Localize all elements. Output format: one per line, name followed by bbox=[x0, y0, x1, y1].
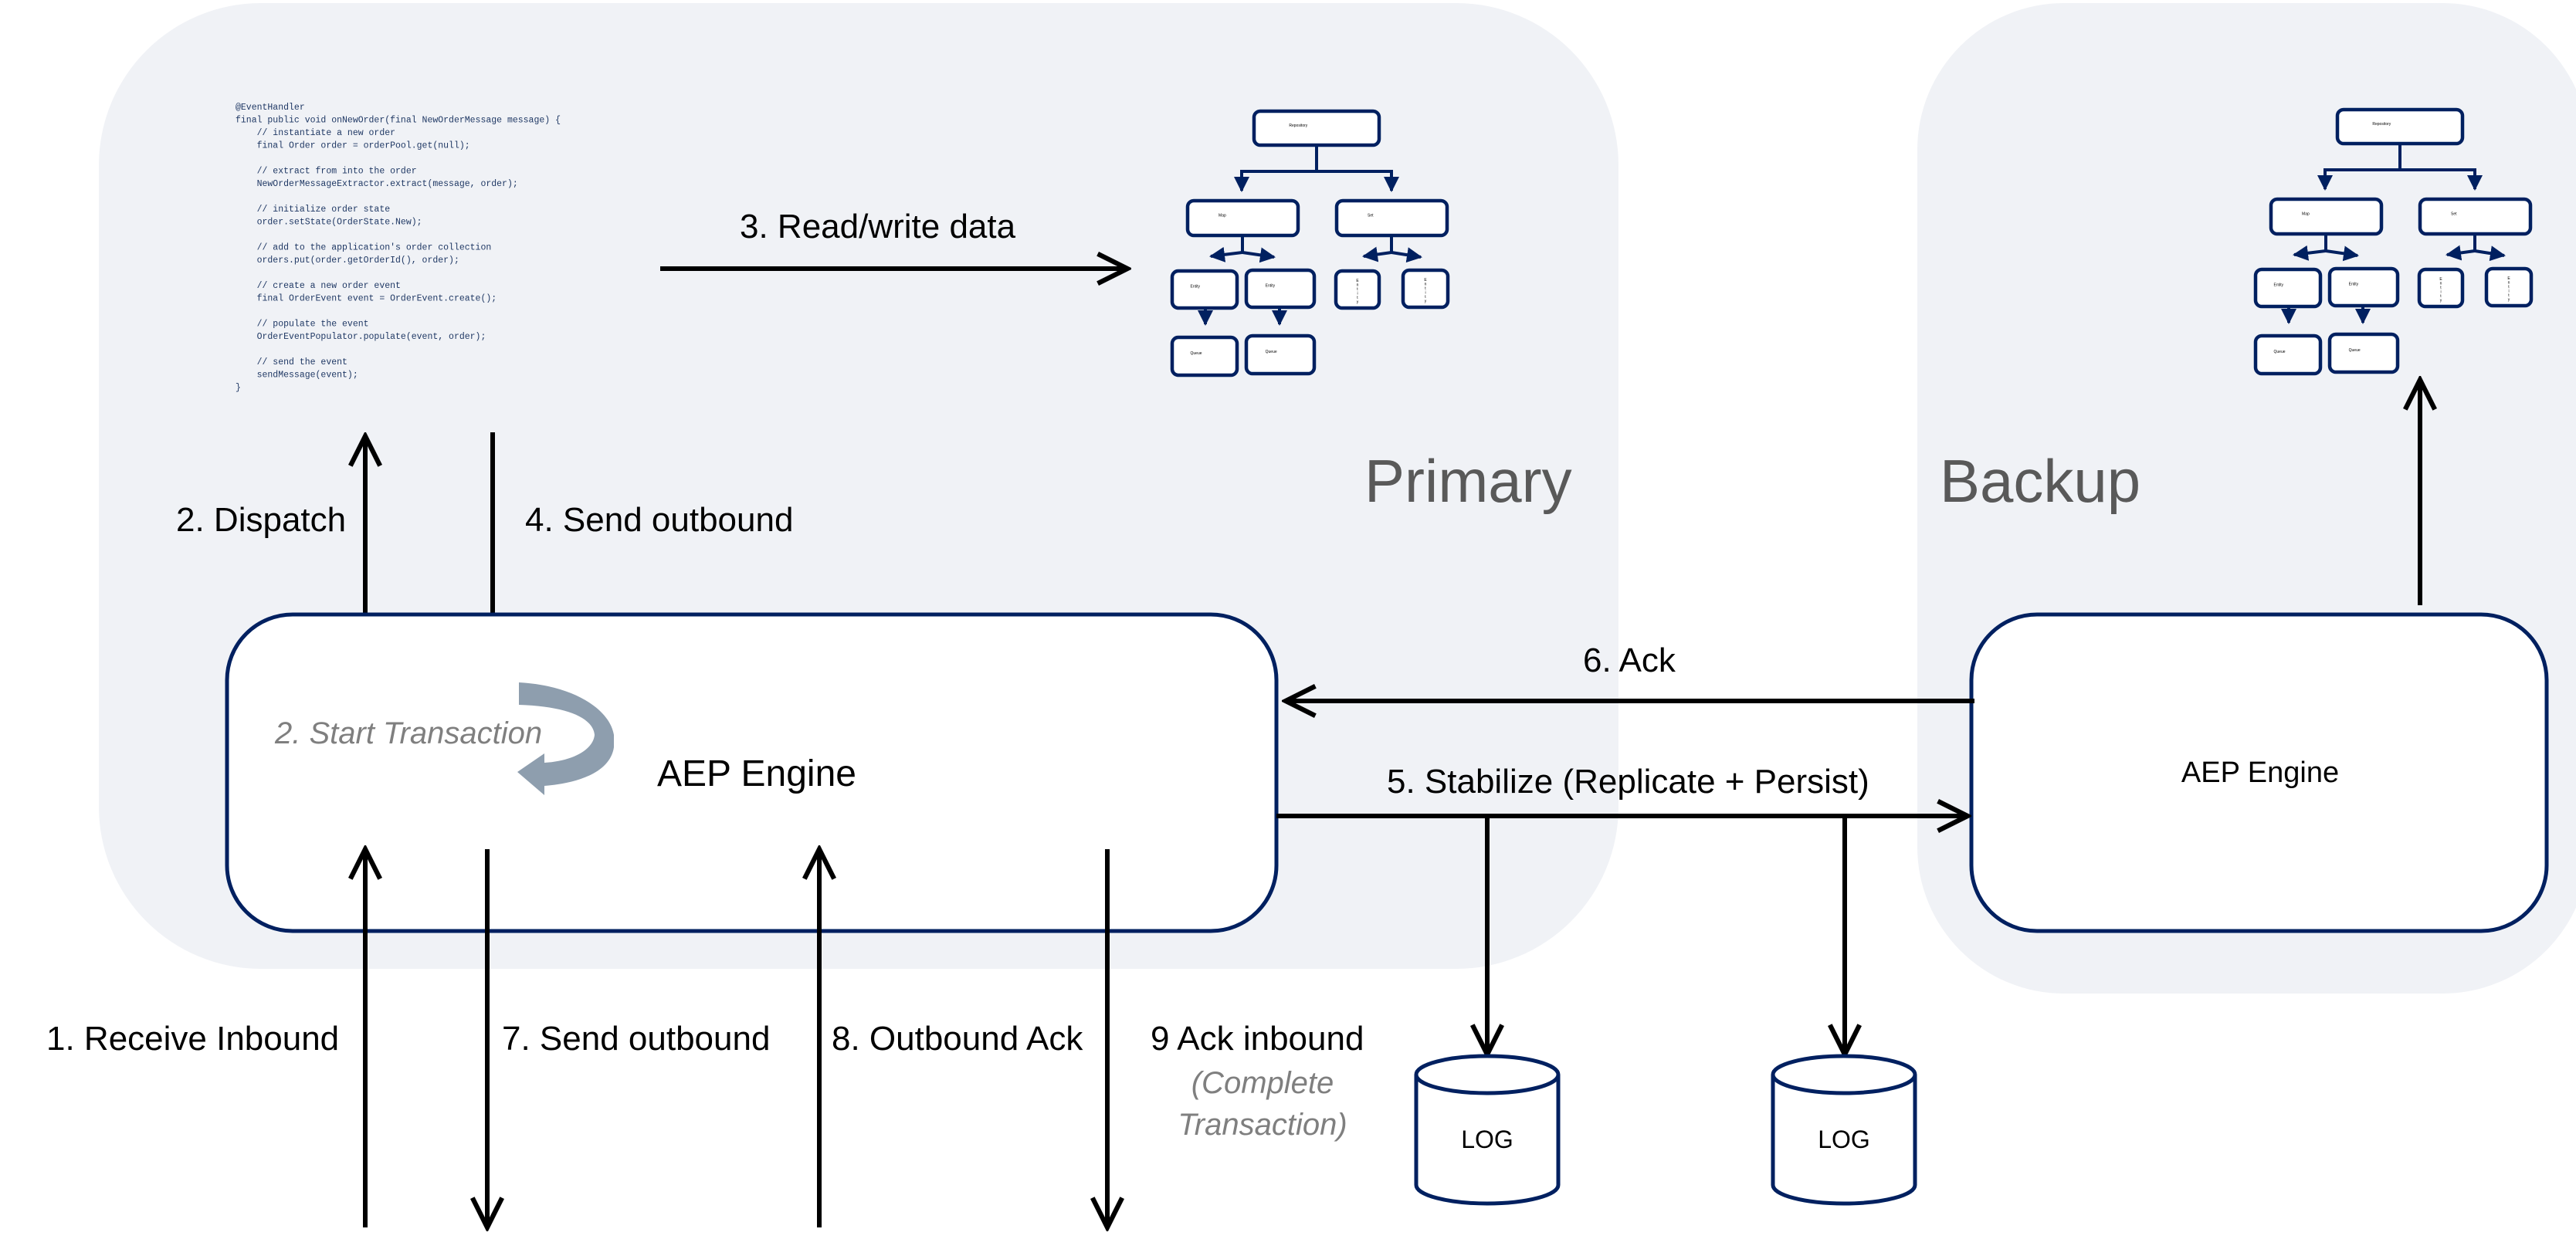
code-line: } bbox=[236, 383, 241, 393]
step-8-label: 8. Outbound Ack bbox=[832, 1020, 1083, 1058]
primary-edge-map-entity-b bbox=[1242, 247, 1276, 263]
code-line: // initialize order state bbox=[236, 205, 390, 215]
backup-node-repository-label: Repository bbox=[2372, 122, 2391, 127]
backup-node-repository bbox=[2335, 107, 2465, 146]
code-line: sendMessage(event); bbox=[236, 371, 358, 381]
step-9-label: 9 Ack inbound bbox=[1151, 1020, 1364, 1058]
primary-node-queue-a-label: Queue bbox=[1191, 351, 1202, 356]
backup-node-entity-a bbox=[2253, 267, 2323, 309]
backup-node-entity-b bbox=[2327, 266, 2400, 308]
primary-node-set-entity-b bbox=[1401, 268, 1450, 310]
primary-node-set-entity-a bbox=[1334, 269, 1381, 310]
primary-edge-set-entity-b bbox=[1391, 247, 1422, 263]
backup-region-title: Backup bbox=[1940, 447, 2140, 515]
log-label-1: LOG bbox=[1461, 1126, 1513, 1153]
code-line: final public void onNewOrder(final NewOr… bbox=[236, 116, 561, 126]
step-4-label: 4. Send outbound bbox=[525, 501, 793, 539]
primary-node-entity-b bbox=[1244, 268, 1317, 310]
start-transaction-curved-arrow bbox=[517, 682, 614, 795]
primary-node-entity-b-label: Entity bbox=[1266, 284, 1276, 289]
step-6-label: 6. Ack bbox=[1583, 642, 1676, 679]
code-line: NewOrderMessageExtractor.extract(message… bbox=[236, 179, 518, 189]
backup-node-map-label: Map bbox=[2302, 212, 2310, 216]
primary-edge-root-map bbox=[1234, 145, 1318, 192]
primary-node-map bbox=[1185, 198, 1300, 238]
primary-node-queue-b-label: Queue bbox=[1266, 350, 1277, 354]
event-handler-code: @EventHandler final public void onNewOrde… bbox=[236, 103, 561, 393]
log-cylinder-backup: LOG bbox=[1771, 1054, 1917, 1206]
backup-node-entity-b-label: Entity bbox=[2349, 283, 2359, 287]
code-line: OrderEventPopulator.populate(event, orde… bbox=[236, 332, 486, 342]
backup-edge-map-entity-b bbox=[2325, 245, 2359, 262]
backup-node-queue-a-label: Queue bbox=[2274, 350, 2286, 354]
primary-node-repository-label: Repository bbox=[1289, 124, 1307, 128]
primary-node-map-label: Map bbox=[1219, 213, 1226, 218]
code-line: orders.put(order.getOrderId(), order); bbox=[236, 256, 459, 266]
primary-node-set-label: Set bbox=[1368, 213, 1374, 218]
backup-node-map bbox=[2269, 197, 2384, 236]
backup-node-set-label: Set bbox=[2451, 212, 2457, 216]
step-9-note-line1: (Complete bbox=[1191, 1066, 1334, 1100]
backup-node-set-entity-b bbox=[2484, 266, 2534, 308]
backup-node-set bbox=[2418, 197, 2533, 236]
code-line: order.setState(OrderState.New); bbox=[236, 218, 422, 228]
backup-node-set-entity-a bbox=[2417, 267, 2465, 309]
primary-node-repository bbox=[1252, 109, 1381, 147]
primary-region-title: Primary bbox=[1364, 447, 1572, 515]
backup-edge-root-map bbox=[2317, 144, 2401, 191]
log-cylinder-primary: LOG bbox=[1414, 1054, 1561, 1206]
code-line: @EventHandler bbox=[236, 103, 305, 113]
step-3-label: 3. Read/write data bbox=[740, 208, 1016, 245]
code-line: // extract from into the order bbox=[236, 167, 417, 177]
step-1-label: 1. Receive Inbound bbox=[46, 1020, 339, 1058]
backup-node-queue-b bbox=[2327, 332, 2400, 374]
primary-edge-root-set bbox=[1317, 170, 1399, 192]
code-line: final OrderEvent event = OrderEvent.crea… bbox=[236, 294, 497, 304]
step-7-label: 7. Send outbound bbox=[502, 1020, 770, 1058]
code-line: // instantiate a new order bbox=[236, 128, 395, 138]
primary-engine-label: AEP Engine bbox=[657, 753, 856, 794]
primary-node-queue-a bbox=[1170, 335, 1239, 377]
primary-node-entity-a-label: Entity bbox=[1191, 285, 1201, 289]
primary-node-entity-a bbox=[1170, 269, 1239, 310]
step-2-start-transaction-label: 2. Start Transaction bbox=[274, 716, 542, 750]
code-line: // create a new order event bbox=[236, 281, 401, 291]
code-line: // send the event bbox=[236, 357, 347, 367]
backup-node-entity-a-label: Entity bbox=[2274, 283, 2284, 288]
backup-aep-engine bbox=[1969, 612, 2549, 933]
backup-node-queue-b-label: Queue bbox=[2349, 348, 2361, 353]
step-9-note-line2: Transaction) bbox=[1178, 1108, 1347, 1142]
backup-edge-root-set bbox=[2400, 168, 2483, 191]
step-2-dispatch-label: 2. Dispatch bbox=[176, 501, 346, 539]
code-line: final Order order = orderPool.get(null); bbox=[236, 141, 470, 151]
backup-node-queue-a bbox=[2253, 333, 2323, 376]
step-5-label: 5. Stabilize (Replicate + Persist) bbox=[1387, 763, 1869, 801]
backup-edge-set-entity-b bbox=[2474, 245, 2506, 262]
log-label-2: LOG bbox=[1818, 1126, 1870, 1153]
code-line: // populate the event bbox=[236, 320, 369, 330]
backup-engine-label: AEP Engine bbox=[2181, 757, 2339, 789]
primary-node-set bbox=[1334, 198, 1449, 238]
primary-node-queue-b bbox=[1244, 333, 1317, 376]
code-line: // add to the application's order collec… bbox=[236, 243, 491, 253]
